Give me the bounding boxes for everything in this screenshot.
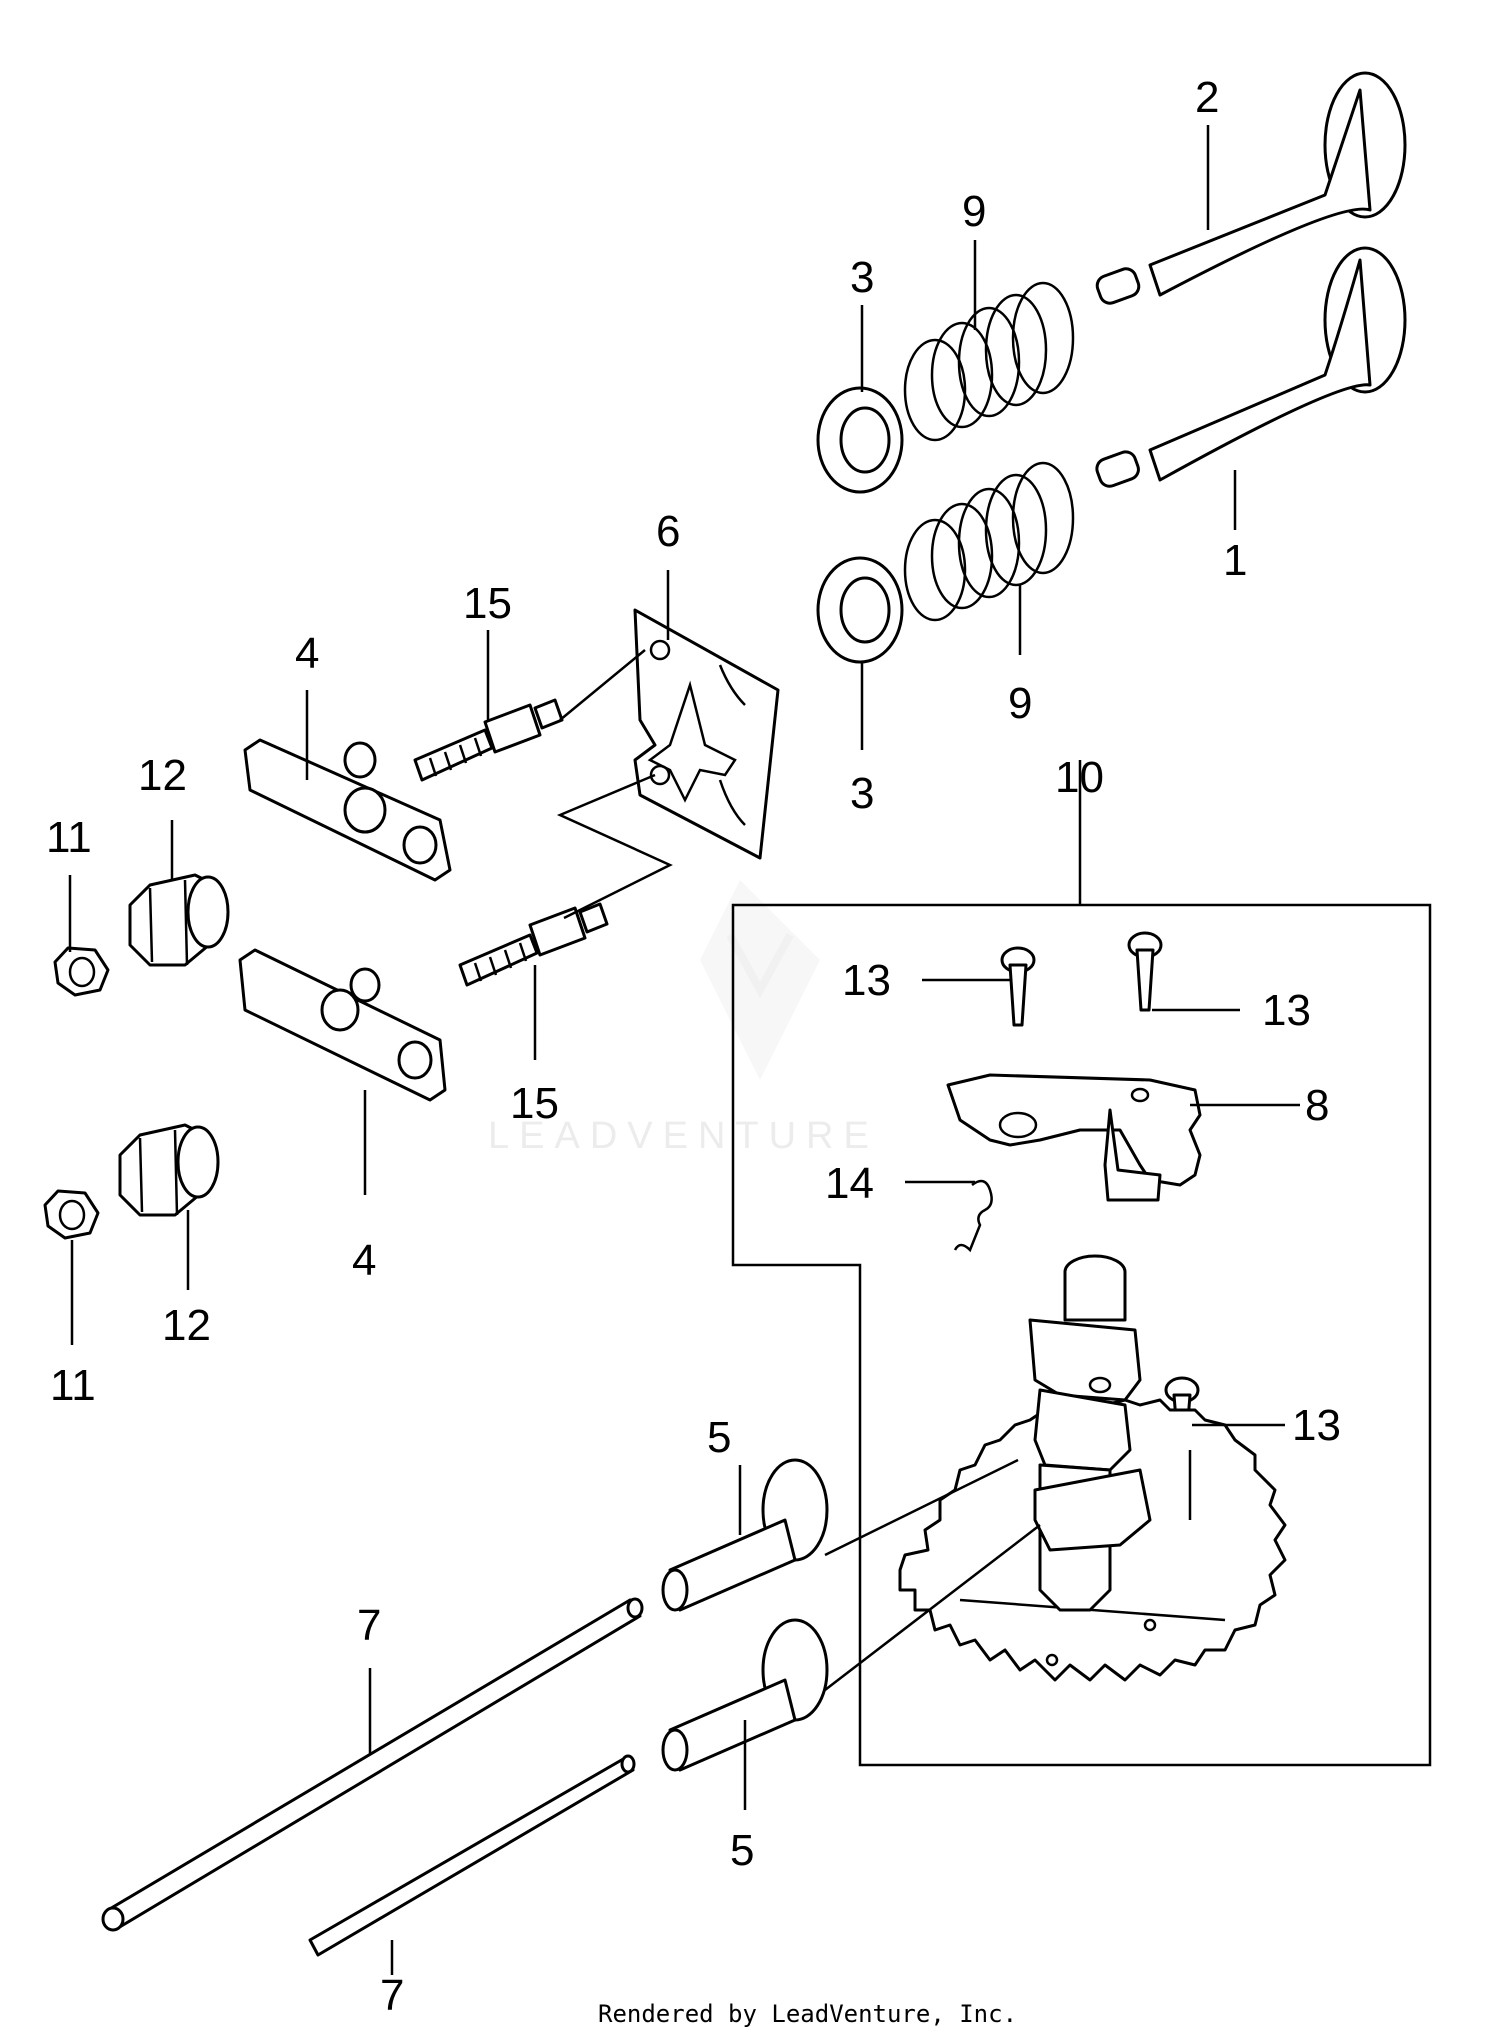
rocker-pivot-upper[interactable] — [128, 873, 230, 967]
callout-2: 2 — [1195, 73, 1219, 122]
callout-4-lower: 4 — [352, 1236, 376, 1285]
weight-pin-right[interactable] — [1127, 931, 1163, 1012]
valve-exhaust[interactable] — [1094, 71, 1407, 306]
camshaft-assembly-bracket — [731, 903, 1432, 1767]
valve-intake[interactable] — [1094, 246, 1407, 489]
callout-12-upper: 12 — [138, 751, 187, 800]
callout-15-lower: 15 — [510, 1079, 559, 1128]
rocker-stud-lower[interactable] — [458, 902, 609, 987]
callout-9-lower: 9 — [1008, 679, 1032, 728]
callout-4-upper: 4 — [295, 629, 319, 678]
callout-1: 1 — [1223, 536, 1247, 585]
leader-lines — [68, 125, 1300, 1975]
rocker-nut-upper[interactable] — [53, 946, 110, 997]
callout-9-upper: 9 — [962, 187, 986, 236]
decompressor-weight[interactable] — [946, 1073, 1202, 1202]
callout-15-upper: 15 — [463, 579, 512, 628]
rocker-arm-lower[interactable] — [238, 948, 447, 1102]
spring-retainer-upper[interactable] — [816, 386, 904, 494]
callout-13-right: 13 — [1262, 986, 1311, 1035]
push-rod-guide-plate[interactable] — [633, 608, 780, 860]
valve-spring-lower[interactable] — [903, 461, 1075, 622]
camshaft[interactable] — [1028, 1254, 1152, 1612]
callout-3-lower: 3 — [850, 769, 874, 818]
callout-7-upper: 7 — [357, 1601, 381, 1650]
weight-pin-left[interactable] — [1000, 946, 1036, 1027]
tappet-lower[interactable] — [661, 1618, 829, 1772]
callout-5-upper: 5 — [707, 1413, 731, 1462]
callouts: 2 1 9 9 3 3 6 15 15 4 4 12 12 11 11 10 1… — [46, 73, 1341, 2020]
rocker-arm-upper[interactable] — [243, 738, 452, 882]
callout-13-gear: 13 — [1292, 1401, 1341, 1450]
callout-6: 6 — [656, 507, 680, 556]
callout-11-lower: 11 — [50, 1361, 96, 1410]
callout-12-lower: 12 — [162, 1301, 211, 1350]
rocker-pivot-lower[interactable] — [118, 1123, 220, 1217]
callout-5-lower: 5 — [730, 1826, 754, 1875]
watermark-logo — [700, 880, 820, 1080]
callout-3-upper: 3 — [850, 253, 874, 302]
callout-8: 8 — [1305, 1081, 1329, 1130]
watermark-text: LEADVENTURE — [488, 1115, 879, 1157]
callout-7-lower: 7 — [380, 1971, 404, 2020]
callout-11-upper: 11 — [46, 813, 92, 862]
spring-retainer-lower[interactable] — [816, 556, 904, 664]
rocker-stud-upper[interactable] — [413, 698, 564, 782]
rocker-nut-lower[interactable] — [43, 1189, 100, 1240]
callout-13-left: 13 — [842, 956, 891, 1005]
push-rod-lower[interactable] — [308, 1754, 636, 1957]
valve-spring-upper[interactable] — [903, 281, 1075, 442]
decompressor-spring[interactable] — [953, 1179, 993, 1253]
tappet-upper[interactable] — [661, 1458, 829, 1612]
callout-10: 10 — [1055, 753, 1104, 802]
render-credit: Rendered by LeadVenture, Inc. — [598, 2000, 1017, 2028]
push-rod-upper[interactable] — [101, 1597, 644, 1932]
callout-14: 14 — [825, 1159, 874, 1208]
